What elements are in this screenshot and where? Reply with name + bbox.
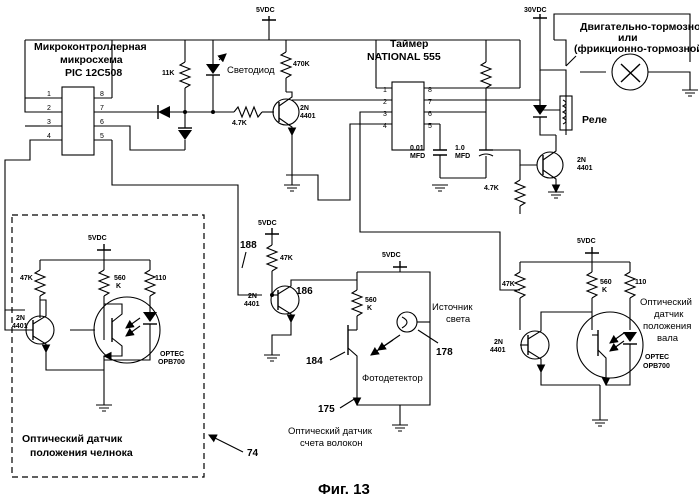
q-relay-label-b: 4401: [577, 165, 593, 172]
fiber-r560-b: K: [367, 305, 372, 312]
fiber-r47k-label: 47K: [280, 255, 293, 262]
shaft-optec-b: OPB700: [643, 363, 670, 370]
shuttle-caption-2: положения челнока: [30, 447, 133, 459]
fiber-ref-178: 178: [436, 347, 453, 358]
shaft-optec-a: OPTEC: [645, 354, 669, 361]
supply-5v-top-label: 5VDC: [256, 7, 275, 14]
r-470k-label: 470K: [293, 61, 310, 68]
fiber-ref-175: 175: [318, 404, 335, 415]
shaft-q-a: 2N: [494, 339, 503, 346]
mcu-pin-4: 4: [47, 133, 51, 140]
shuttle-r560-b: K: [116, 283, 121, 290]
r-11k-label: 11K: [162, 70, 174, 77]
microcontroller-ic: Микроконтроллерная микросхема PIC 12C508…: [5, 40, 262, 310]
timer-title-1: Таймер: [390, 38, 428, 50]
shaft-r560-b: K: [602, 287, 607, 294]
q-relay-label-a: 2N: [577, 157, 586, 164]
mcu-title-2: микросхема: [60, 54, 123, 66]
supply-5v-top: 5VDC: [25, 7, 520, 40]
cap-small-label-a: 0.01: [410, 145, 424, 152]
mcu-pin-2: 2: [47, 105, 51, 112]
figure-caption: Фиг. 13: [318, 481, 370, 498]
motor-line-1: Двигательно-тормозной: [580, 21, 699, 33]
shuttle-r47k-label: 47K: [20, 275, 33, 282]
fiber-count-sensor: 5VDC 47K 188 2N 4401 186 5VDC 560 K: [240, 220, 473, 449]
shuttle-optec-a: OPTEC: [160, 351, 184, 358]
mcu-pin-1: 1: [47, 91, 51, 98]
shaft-r560-a: 560: [600, 279, 612, 286]
shuttle-r110-label: 110: [155, 275, 166, 282]
mcu-title-3: PIC 12C508: [65, 67, 122, 79]
mcu-title-1: Микроконтроллерная: [34, 41, 147, 53]
shaft-r47k-label: 47K: [502, 281, 515, 288]
cap-big-label-a: 1.0: [455, 145, 465, 152]
relay-label: Реле: [582, 114, 607, 126]
fiber-caption-2: счета волокон: [300, 438, 362, 449]
cap-big-label-b: MFD: [455, 153, 470, 160]
shaft-5v-label: 5VDC: [577, 238, 596, 245]
diode-network: 11K Светодиод: [158, 40, 275, 150]
shaft-q-b: 4401: [490, 347, 506, 354]
cap-small-label-b: MFD: [410, 153, 425, 160]
supply-30v-label: 30VDC: [524, 7, 547, 14]
relay-driver: 4.7K 2N 4401: [484, 40, 593, 214]
shuttle-r560-a: 560: [114, 275, 126, 282]
shaft-position-sensor: 5VDC 47K 560 K 110 2N 4401: [490, 238, 692, 426]
fiber-5v-a-label: 5VDC: [258, 220, 277, 227]
motor-line-3: (фрикционно-тормозной ): [574, 43, 699, 55]
mcu-pin-5: 5: [100, 133, 104, 140]
fiber-caption-1: Оптический датчик: [288, 426, 373, 437]
shuttle-5v-label: 5VDC: [88, 235, 107, 242]
shuttle-q-b: 4401: [12, 323, 28, 330]
timer-555: Таймер NATIONAL 555 1 2 3 4 8 7 6 5 0.01…: [286, 38, 520, 290]
light-source-b: света: [446, 314, 471, 325]
light-source-a: Источник: [432, 302, 473, 313]
fiber-5v-b-label: 5VDC: [382, 252, 401, 259]
r-4-7k-a-label: 4.7K: [232, 120, 247, 127]
shuttle-position-sensor: 5VDC 47K 560 K 110 2N 4401: [5, 215, 259, 477]
shuttle-caption-1: Оптический датчик: [22, 433, 123, 445]
fiber-q-b: 4401: [244, 301, 260, 308]
timer-title-2: NATIONAL 555: [367, 51, 441, 63]
q-main-label-b: 4401: [300, 113, 316, 120]
q-main-label-a: 2N: [300, 105, 309, 112]
relay-motor: 30VDC Реле Двигательно-тормозной или (фр…: [524, 7, 699, 135]
shuttle-q-a: 2N: [16, 315, 25, 322]
mcu-pin-3: 3: [47, 119, 51, 126]
shaft-caption-2: датчик: [654, 309, 684, 320]
fiber-ref-188: 188: [240, 240, 257, 251]
mcu-pin-7: 7: [100, 105, 104, 112]
r-4-7k-b-label: 4.7K: [484, 185, 499, 192]
photodetector-label: Фотодетектор: [362, 373, 423, 384]
shaft-caption-4: вала: [657, 333, 679, 344]
fiber-q-a: 2N: [248, 293, 257, 300]
led-label: Светодиод: [227, 65, 275, 76]
shuttle-ref-74: 74: [247, 448, 259, 459]
mcu-pin-8: 8: [100, 91, 104, 98]
shaft-r110-label: 110: [635, 279, 646, 286]
fiber-ref-186: 186: [296, 286, 313, 297]
shuttle-optec-b: OPB700: [158, 359, 185, 366]
shaft-caption-3: положения: [643, 321, 691, 332]
mcu-pin-6: 6: [100, 119, 104, 126]
fiber-ref-184: 184: [306, 356, 323, 367]
shaft-caption-1: Оптический: [640, 297, 692, 308]
fiber-r560-a: 560: [365, 297, 377, 304]
main-transistor-stage: 470K 4.7K 2N 4401: [232, 40, 376, 191]
